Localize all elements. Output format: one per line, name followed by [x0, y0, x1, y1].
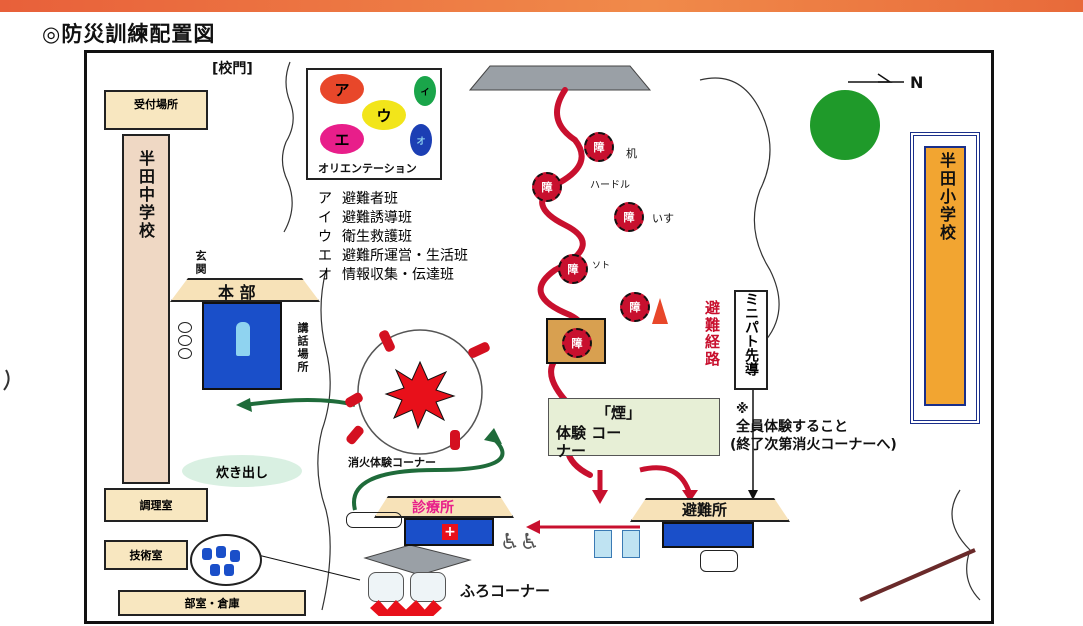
team-row: ウ衛生救護班: [318, 229, 412, 245]
bath-corner-label: ふろコーナー: [460, 582, 551, 600]
orientation-circle-e: エ: [320, 124, 364, 154]
mini-patrol-box: ミニパト先導: [734, 290, 768, 390]
obstacle-so-label: ソト: [592, 261, 611, 271]
tech-room-label: 技術室: [129, 549, 163, 562]
shelter-label: 避難所: [682, 501, 728, 519]
obstacle-marker: 障: [562, 328, 592, 358]
boundary-line-center: [317, 269, 331, 611]
boundary-line-right: [699, 77, 780, 341]
fire-corner-label: 消火体験コーナー: [348, 456, 436, 469]
headquarters-label: 本 部: [218, 283, 256, 302]
gate-roof: [468, 65, 652, 91]
bath-tub-icon: [410, 572, 446, 602]
smoke-corner-title: 「煙」: [596, 404, 642, 422]
header-bar: [0, 0, 1083, 12]
headquarters-roof: [170, 278, 320, 302]
reception-box: 受付場所: [104, 90, 208, 130]
lecture-area-label: 講話場所: [296, 322, 309, 374]
tech-room-barrels: [190, 534, 262, 586]
shelter-seating: [700, 550, 738, 572]
wheelchair-icon: ♿♿: [500, 530, 540, 555]
cooking-label: 炊き出し: [215, 465, 268, 481]
orientation-circle-a: ア: [320, 74, 364, 104]
smoke-corner-line3: ナー: [556, 442, 587, 460]
obstacle-marker: 障: [558, 254, 588, 284]
bath-tub-icon: [368, 572, 404, 602]
obstacle-hurdle-label: ハードル: [590, 180, 630, 191]
stretcher-icon: [622, 530, 640, 558]
obstacle-marker: 障: [584, 132, 614, 162]
shelter-roof: [630, 498, 790, 522]
obstacle-chair-label: いす: [652, 212, 674, 225]
hq-chairs: [178, 322, 194, 362]
obstacle-marker: 障: [532, 172, 562, 202]
obstacle-marker: 障: [620, 292, 650, 322]
junior-high-building: [122, 134, 170, 484]
entrance-label: 玄関: [194, 250, 207, 276]
team-row: ア避難者班: [318, 191, 398, 207]
green-arrow-hq: [244, 398, 356, 407]
smoke-corner-line2: 体験 コー: [556, 424, 622, 442]
team-row: オ情報収集・伝達班: [318, 267, 454, 283]
mini-patrol-label: ミニパト先導: [743, 292, 759, 376]
elementary-label: 半田小学校: [937, 152, 956, 242]
elementary-building: [924, 146, 966, 406]
boundary-line-bottom-right: [951, 489, 981, 601]
route-arrow-shelter: [639, 465, 693, 496]
gate-label: [校門]: [212, 61, 253, 77]
team-list: ア避難者班 イ避難誘導班 ウ衛生救護班 エ避難所運営・生活班 オ情報収集・伝達班: [318, 190, 534, 285]
green-arrow-fire: [352, 438, 505, 511]
headquarters-building: [202, 302, 282, 390]
boundary-line-edge-left: [3, 369, 10, 391]
orientation-label: オリエンテーション: [318, 162, 417, 175]
clinic-building: +: [404, 518, 494, 546]
fire-burst: [384, 360, 456, 430]
club-storage-label: 部室・倉庫: [184, 597, 240, 610]
obstacle-desk-label: 机: [626, 147, 637, 160]
cooking-room-label: 調理室: [139, 499, 173, 512]
traffic-cone-icon: [652, 298, 668, 324]
note-mark: ※: [736, 402, 749, 417]
note-line1: 全員体験すること: [736, 419, 848, 435]
clinic-label: 診療所: [412, 500, 454, 516]
stretcher-icon: [594, 530, 612, 558]
cooking-room-box: 調理室: [104, 488, 208, 522]
reception-label: 受付場所: [134, 98, 178, 111]
tech-room-box: 技術室: [104, 540, 188, 570]
smoke-corner-box: [548, 398, 720, 456]
junior-high-label: 半田中学校: [136, 150, 155, 240]
shelter-building: [662, 522, 754, 548]
person-icon: [236, 322, 250, 356]
orientation-circle-i: イ: [414, 76, 436, 106]
elementary-frame: [910, 132, 980, 424]
boundary-line-left: [281, 61, 294, 233]
team-row: エ避難所運営・生活班: [318, 248, 468, 264]
green-circle: [810, 90, 880, 160]
page-title: ◎防災訓練配置図: [42, 22, 216, 46]
cooking-area: 炊き出し: [182, 455, 302, 487]
orientation-circle-u: ウ: [362, 100, 406, 130]
club-storage-box: 部室・倉庫: [118, 590, 306, 616]
orientation-circle-o: オ: [410, 124, 432, 156]
note-line2: (終了次第消火コーナーへ): [730, 437, 897, 453]
obstacle-marker: 障: [614, 202, 644, 232]
evacuation-route-label: 避難経路: [703, 300, 721, 368]
clinic-bench: [346, 512, 402, 528]
north-label: N: [910, 73, 924, 92]
medical-cross-icon: +: [442, 524, 458, 540]
team-row: イ避難誘導班: [318, 210, 412, 226]
